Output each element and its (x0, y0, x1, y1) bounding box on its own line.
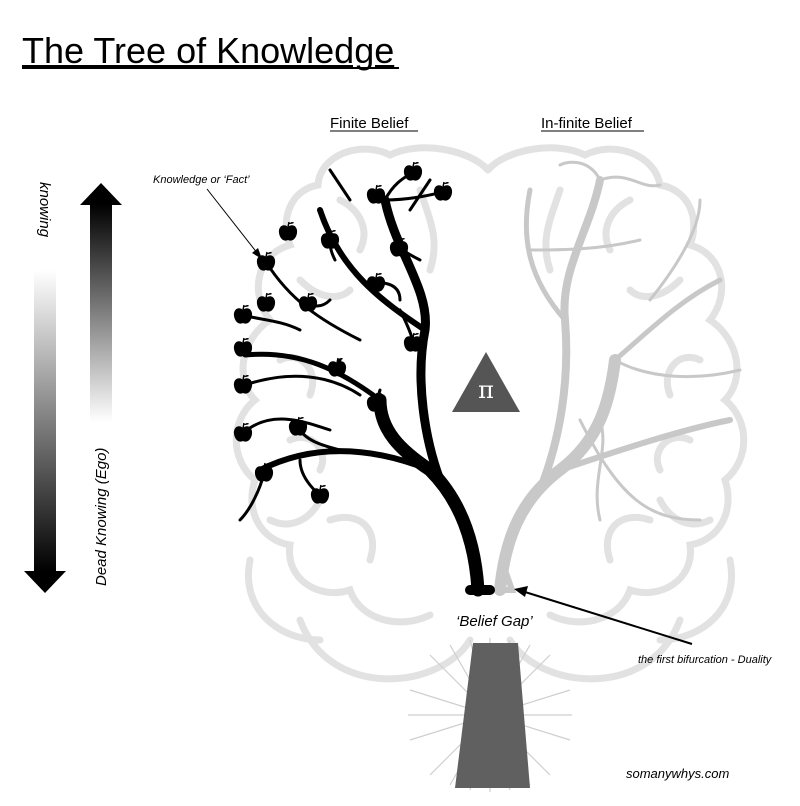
arrowhead-icon (514, 586, 528, 597)
dead-knowing-gradient-bar (90, 204, 112, 422)
arrowhead-icon (252, 248, 262, 259)
apple-icon (298, 292, 318, 313)
apple-icon (233, 374, 253, 395)
belief-gap-label: ‘Belief Gap’ (456, 613, 533, 630)
apple-icon (320, 229, 340, 250)
arrow-up-icon (80, 183, 122, 205)
apple-icon (403, 161, 423, 182)
pi-triangle (452, 352, 520, 412)
bifurcation-label: the first bifurcation - Duality (638, 654, 773, 666)
fact-pointer (206, 188, 259, 255)
pi-symbol: π (478, 376, 494, 404)
apple-icon (389, 237, 409, 258)
apple-icon (366, 272, 386, 293)
brain-outline (232, 144, 748, 683)
bifurcation-pointer (524, 591, 693, 645)
knowing-gradient-bar (34, 270, 56, 572)
apple-icon (278, 221, 298, 242)
infinite-belief-tree (494, 160, 742, 596)
trunk (455, 643, 530, 788)
heading-infinite-belief: In-finite Belief (541, 115, 633, 132)
apple-icon (233, 304, 253, 325)
footer-site: somanywhys.com (626, 766, 729, 781)
apple-icon (366, 184, 386, 205)
knowing-label: knowing (36, 182, 53, 238)
apple-icon (433, 181, 453, 202)
apple-icon (327, 357, 347, 378)
heading-finite-belief: Finite Belief (330, 115, 409, 132)
fact-label: Knowledge or ‘Fact’ (153, 174, 250, 186)
page-title: The Tree of Knowledge (22, 30, 394, 71)
arrow-down-icon (24, 571, 66, 593)
dead-knowing-label: Dead Knowing (Ego) (93, 448, 110, 586)
